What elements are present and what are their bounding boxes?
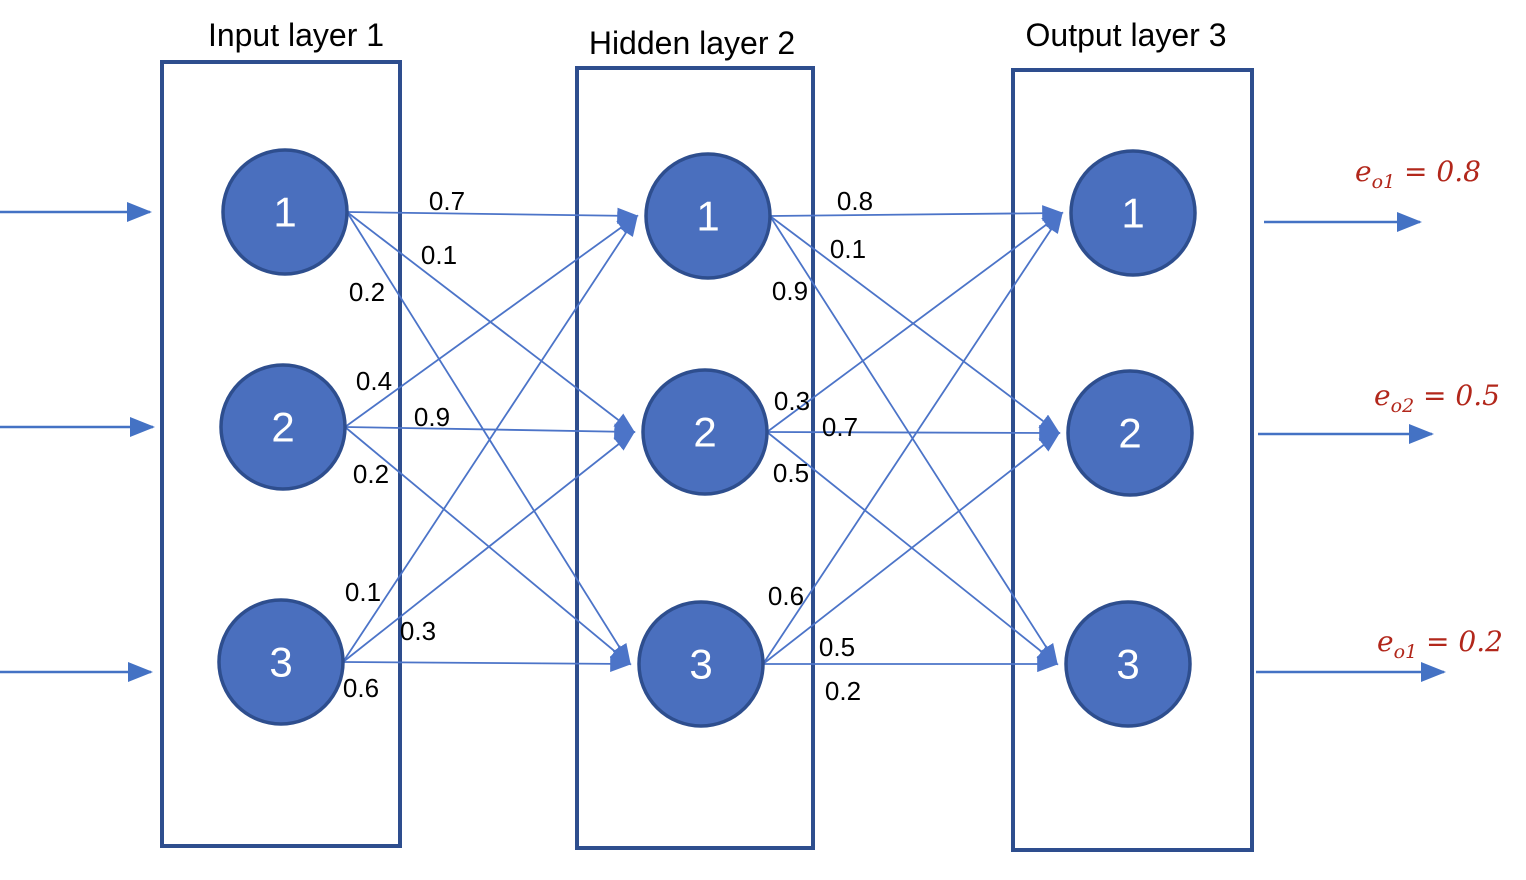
node-label-hidden-2: 2 bbox=[693, 409, 716, 456]
node-hidden-3 bbox=[637, 600, 765, 728]
edge-input2-hidden3 bbox=[344, 426, 632, 666]
neuron-nodes: 1 2 3 1 2 3 1 2 3 bbox=[217, 148, 1197, 728]
io-arrows bbox=[0, 202, 1447, 682]
edge-input2-hidden2 bbox=[344, 423, 636, 440]
weight-label-input2-hidden3: 0.2 bbox=[353, 459, 389, 489]
node-label-output-3: 3 bbox=[1116, 641, 1139, 688]
node-label-output-2: 2 bbox=[1118, 410, 1141, 457]
weight-label-input2-hidden1: 0.4 bbox=[356, 366, 392, 396]
weight-label-input3-hidden1: 0.1 bbox=[345, 577, 381, 607]
edge-input1-hidden1 bbox=[346, 207, 639, 224]
weight-label-input3-hidden3: 0.6 bbox=[343, 673, 379, 703]
edge-hidden1-output3 bbox=[769, 215, 1058, 666]
node-label-output-1: 1 bbox=[1121, 190, 1144, 237]
error-label-1: eo1 = 0.8 bbox=[1355, 155, 1481, 193]
node-output-1 bbox=[1069, 149, 1197, 277]
weight-label-hidden3-output2: 0.5 bbox=[819, 632, 855, 662]
weight-label-hidden2-output2: 0.7 bbox=[822, 412, 858, 442]
weight-edges bbox=[342, 205, 1064, 673]
node-hidden-2 bbox=[641, 368, 769, 496]
node-label-hidden-3: 3 bbox=[689, 641, 712, 688]
edge-hidden2-output1 bbox=[766, 211, 1064, 433]
layer-box-input bbox=[160, 60, 402, 848]
weight-label-hidden2-output3: 0.5 bbox=[773, 458, 809, 488]
node-label-input-2: 2 bbox=[271, 404, 294, 451]
layer-title-input: Input layer 1 bbox=[208, 17, 384, 53]
weight-label-hidden1-output1: 0.8 bbox=[837, 186, 873, 216]
edge-hidden3-output2 bbox=[762, 431, 1061, 665]
layer-box-output bbox=[1011, 68, 1254, 852]
node-output-2 bbox=[1066, 369, 1194, 497]
weight-label-hidden1-output3: 0.9 bbox=[772, 276, 808, 306]
weight-labels: 0.7 0.1 0.2 0.4 0.9 0.2 0.1 0.3 0.6 0.8 0.1 0.9 0.3 0… bbox=[343, 186, 873, 706]
edge-hidden1-output1 bbox=[769, 205, 1064, 222]
edge-hidden3-output1 bbox=[762, 211, 1063, 665]
node-hidden-1 bbox=[644, 152, 772, 280]
weight-label-input2-hidden2: 0.9 bbox=[414, 402, 450, 432]
error-labels: eo1 = 0.8 eo2 = 0.5 eo1 = 0.2 bbox=[1355, 155, 1503, 663]
edge-input3-hidden1 bbox=[342, 214, 638, 663]
layer-titles: Input layer 1 Hidden layer 2 Output layer … bbox=[208, 17, 1227, 61]
node-input-3 bbox=[217, 598, 345, 726]
node-output-3 bbox=[1064, 600, 1192, 728]
weight-label-input1-hidden1: 0.7 bbox=[429, 186, 465, 216]
layer-title-hidden: Hidden layer 2 bbox=[589, 25, 795, 61]
node-label-input-1: 1 bbox=[273, 189, 296, 236]
node-input-2 bbox=[219, 363, 347, 491]
edge-hidden2-output2 bbox=[766, 424, 1061, 442]
weight-label-hidden1-output2: 0.1 bbox=[830, 234, 866, 264]
weight-label-hidden2-output1: 0.3 bbox=[774, 386, 810, 416]
node-input-1 bbox=[221, 148, 349, 276]
error-label-3: eo1 = 0.2 bbox=[1377, 625, 1503, 663]
edge-hidden1-output2 bbox=[769, 215, 1061, 435]
layer-title-output: Output layer 3 bbox=[1026, 17, 1227, 53]
weight-label-input3-hidden2: 0.3 bbox=[400, 616, 436, 646]
edge-input2-hidden1 bbox=[344, 214, 639, 428]
layer-boxes bbox=[160, 60, 1254, 852]
weight-label-hidden3-output3: 0.2 bbox=[825, 676, 861, 706]
edge-input3-hidden2 bbox=[342, 430, 636, 663]
error-label-2: eo2 = 0.5 bbox=[1374, 379, 1500, 417]
node-label-hidden-1: 1 bbox=[696, 193, 719, 240]
layer-box-hidden bbox=[575, 66, 815, 850]
edge-input1-hidden3 bbox=[346, 211, 631, 666]
weight-label-input1-hidden2: 0.1 bbox=[421, 240, 457, 270]
node-label-input-3: 3 bbox=[269, 639, 292, 686]
weight-label-hidden3-output1: 0.6 bbox=[768, 581, 804, 611]
edge-input3-hidden3 bbox=[342, 655, 632, 672]
weight-label-input1-hidden3: 0.2 bbox=[349, 277, 385, 307]
